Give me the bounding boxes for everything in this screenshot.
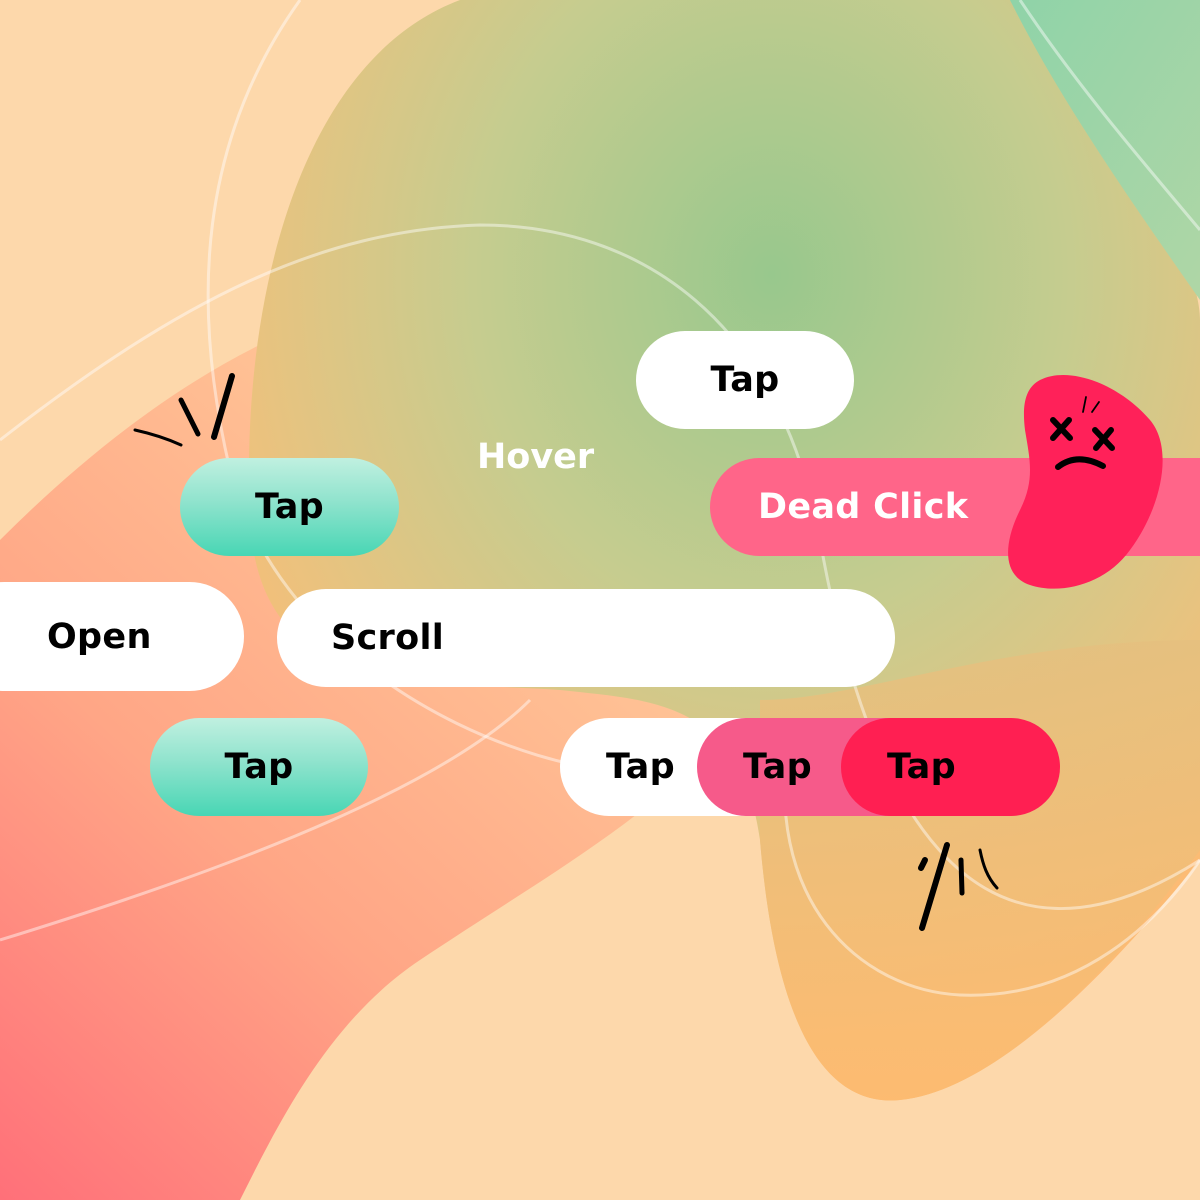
hover-label: Hover	[477, 437, 595, 477]
tap-button-top[interactable]: Tap	[636, 331, 854, 429]
scroll-label: Scroll	[331, 618, 445, 658]
click-burst-icon	[133, 373, 235, 447]
dizzy-frowning-blob-icon	[1008, 374, 1163, 589]
tap-button-mint-lower[interactable]: Tap	[150, 718, 368, 816]
dead-click-label: Dead Click	[758, 487, 969, 527]
click-burst-icon	[918, 842, 999, 931]
tap-button-mint-upper[interactable]: Tap	[180, 458, 399, 556]
tap-button-top-label: Tap	[710, 360, 780, 400]
open-button[interactable]: Open	[0, 582, 244, 691]
tap-button-mint-lower-label: Tap	[224, 747, 294, 787]
tap-button-mint-upper-label: Tap	[255, 487, 324, 527]
tap-row-red-label: Tap	[887, 747, 956, 787]
scroll-bar-pill[interactable]: Scroll	[277, 589, 895, 687]
tap-row-white-label: Tap	[606, 747, 675, 787]
tap-row-red-button[interactable]: Tap	[841, 718, 1060, 816]
tap-row-pink-label: Tap	[743, 747, 812, 787]
open-button-label: Open	[47, 616, 152, 657]
